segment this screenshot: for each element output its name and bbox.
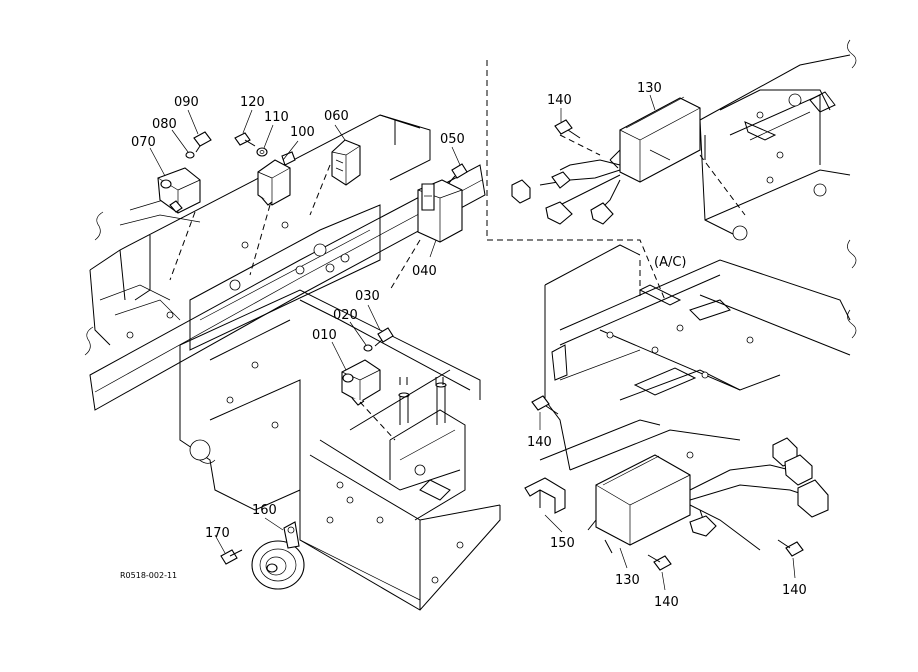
relay-010[interactable] [341,359,381,406]
callout-040[interactable]: 040 [412,264,437,279]
relay-070[interactable] [157,167,201,214]
callout-070[interactable]: 070 [131,135,156,150]
callout-170[interactable]: 170 [205,526,230,541]
callout-060[interactable]: 060 [324,109,349,124]
bolt-140-ac[interactable] [554,119,581,139]
bolt-050[interactable] [447,163,468,185]
callout-160[interactable]: 160 [252,503,277,518]
bolt-030[interactable] [374,327,394,347]
callout-030[interactable]: 030 [355,289,380,304]
washer-110[interactable] [256,147,268,157]
callout-010[interactable]: 010 [312,328,337,343]
callout-050[interactable]: 050 [440,132,465,147]
ac-variant-frame [486,39,857,301]
callout-140-b[interactable]: 140 [527,435,552,450]
bolt-120[interactable] [234,132,256,147]
callout-140-d[interactable]: 140 [782,583,807,598]
callout-labels: 090 080 070 120 110 100 060 050 040 030 … [120,81,807,610]
harness-right[interactable] [689,437,829,551]
bolt-170[interactable] [220,549,243,565]
control-unit-130-ac[interactable] [609,96,701,183]
callout-020[interactable]: 020 [333,308,358,323]
bolt-140-b[interactable] [531,395,559,415]
relay-100[interactable] [257,151,296,206]
relay-040[interactable] [417,179,463,243]
horn-160[interactable] [251,521,305,590]
harness-ac[interactable] [511,159,621,225]
washer-080[interactable] [185,151,195,159]
drawing-reference: R0518-002-11 [120,571,177,580]
bracket-150[interactable] [524,477,566,514]
callout-140-c[interactable]: 140 [654,595,679,610]
connector-060[interactable] [331,139,361,186]
callout-150[interactable]: 150 [550,536,575,551]
callout-120[interactable]: 120 [240,95,265,110]
callout-130[interactable]: 130 [615,573,640,588]
control-unit-130[interactable] [587,454,691,554]
bolt-140-c[interactable] [647,554,672,571]
right-frame [539,239,857,471]
callout-130-ac[interactable]: 130 [637,81,662,96]
callout-100[interactable]: 100 [290,125,315,140]
callout-080[interactable]: 080 [152,117,177,132]
leader-lines-right [539,94,796,591]
leader-lines-left [149,109,461,554]
left-frame [84,114,501,611]
bolt-090[interactable] [193,131,212,153]
washer-020[interactable] [363,344,373,352]
bolt-140-d[interactable] [777,539,804,557]
callout-090[interactable]: 090 [174,95,199,110]
callout-110[interactable]: 110 [264,110,289,125]
callout-140-ac[interactable]: 140 [547,93,572,108]
variant-label: (A/C) [654,255,687,270]
